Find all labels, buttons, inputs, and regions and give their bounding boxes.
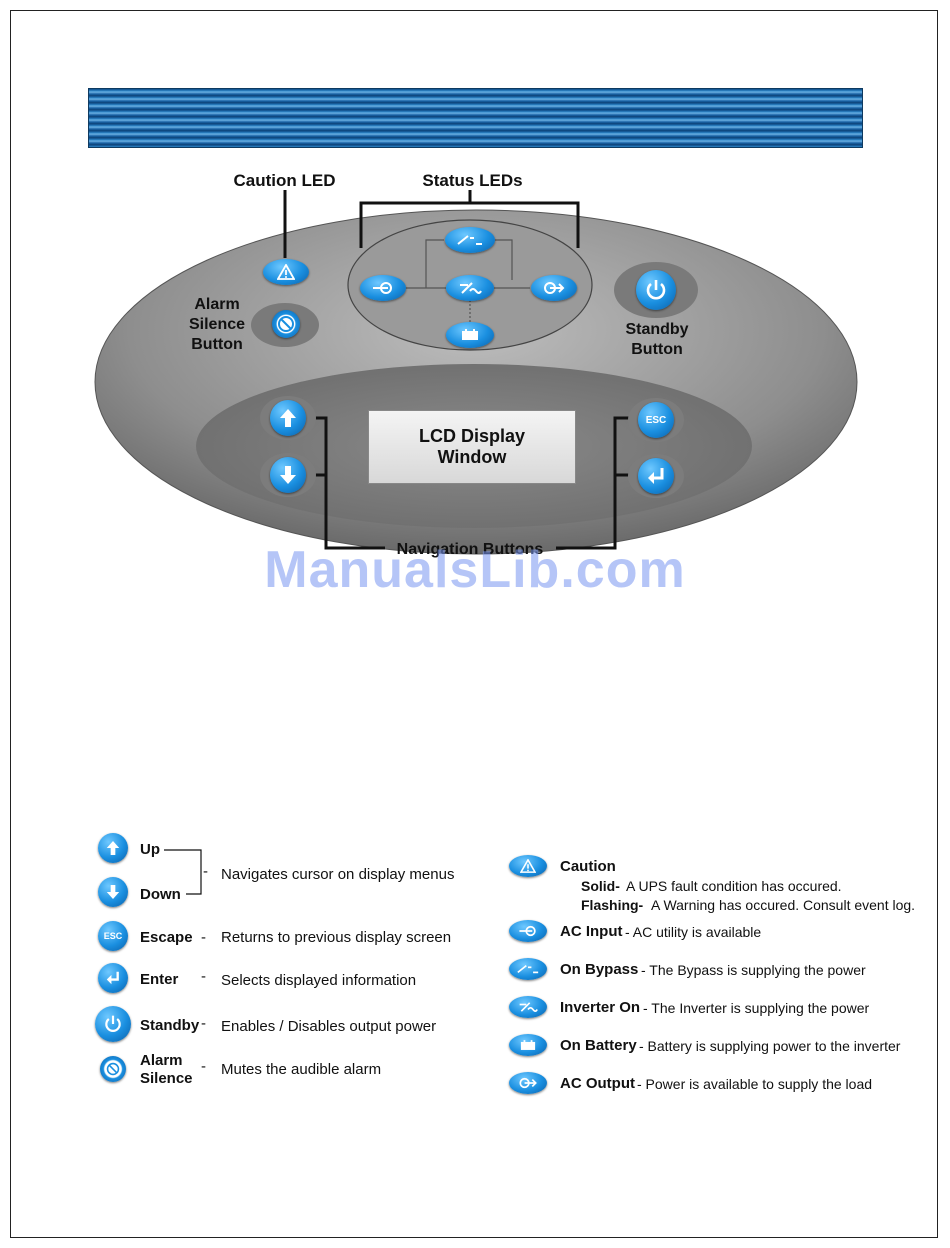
- alarm-mute-icon: [278, 316, 294, 332]
- legend-escape-icon: ESC: [98, 921, 128, 951]
- caution-led-label: Caution LED: [233, 171, 336, 190]
- legend-standby-label: Standby: [140, 1017, 200, 1034]
- escape-button[interactable]: ESC: [638, 402, 674, 438]
- escape-icon: ESC: [645, 414, 667, 426]
- button-word: Button: [191, 336, 243, 353]
- silence-word: Silence: [188, 316, 246, 333]
- alarm-dash: -: [201, 1058, 206, 1075]
- warning-icon: [277, 264, 295, 280]
- standby-button-label: Standby Button: [612, 320, 702, 360]
- enter-dash: -: [201, 968, 206, 985]
- flashing-description: A Warning has occured. Consult event log…: [651, 897, 916, 913]
- escape-dash: -: [201, 929, 206, 946]
- status-leds-label: Status LEDs: [422, 171, 523, 190]
- navigation-buttons-label: Navigation Buttons: [396, 541, 544, 558]
- arrow-down-icon: [280, 466, 296, 484]
- control-panel-illustration: [94, 190, 858, 555]
- alarm-silence-button[interactable]: [272, 310, 300, 338]
- inverter-icon: [460, 282, 482, 294]
- standby-dash: -: [201, 1015, 206, 1032]
- arrow-up-icon: [280, 409, 296, 427]
- legend-standby-icon: [95, 1006, 131, 1042]
- updown-dash: -: [203, 863, 208, 880]
- bypass-icon: [457, 235, 482, 245]
- enter-button[interactable]: [638, 458, 674, 494]
- up-down-bracket: [164, 849, 202, 895]
- on-bypass-label: On Bypass: [560, 961, 639, 978]
- legend-ac-input-icon: [509, 920, 547, 942]
- on-battery-description: - Battery is supplying power to the inve…: [639, 1038, 901, 1054]
- legend-escape-label: Escape: [140, 929, 193, 946]
- ac-output-description: - Power is available to supply the load: [637, 1076, 873, 1092]
- battery-icon: [462, 329, 478, 340]
- legend-on-bypass-icon: [509, 958, 547, 980]
- legend-alarm-label: Alarm Silence: [140, 1052, 193, 1088]
- led-on-battery: [446, 322, 494, 348]
- silence-word: Silence: [140, 1070, 193, 1087]
- on-bypass-description: - The Bypass is supplying the power: [641, 962, 866, 978]
- power-icon: [646, 280, 666, 300]
- legend-down-icon: [98, 877, 128, 907]
- escape-description: Returns to previous display screen: [221, 929, 452, 946]
- ac-output-icon: [544, 282, 565, 294]
- enter-description: Selects displayed information: [221, 972, 417, 989]
- alarm-word: Alarm: [140, 1052, 183, 1069]
- legend-ac-output-icon: [509, 1072, 547, 1094]
- led-on-bypass: [445, 227, 495, 253]
- legend-down-label: Down: [140, 886, 181, 903]
- legend-inverter-on-icon: [509, 996, 547, 1018]
- up-button[interactable]: [270, 400, 306, 436]
- legend-caution-icon: [509, 855, 547, 877]
- ac-input-description: - AC utility is available: [625, 924, 762, 940]
- legend-enter-label: Enter: [140, 971, 179, 988]
- legend-alarm-silence-icon: [100, 1056, 126, 1082]
- inverter-on-label: Inverter On: [560, 999, 641, 1016]
- legend-on-battery-icon: [509, 1034, 547, 1056]
- enter-icon: [648, 468, 664, 484]
- lcd-line-1: LCD Display: [418, 426, 526, 446]
- caution-led: [263, 259, 309, 285]
- led-inverter-on: [446, 275, 494, 301]
- on-battery-label: On Battery: [560, 1037, 637, 1054]
- ac-output-label: AC Output: [560, 1075, 635, 1092]
- inverter-on-description: - The Inverter is supplying the power: [643, 1000, 870, 1016]
- down-button[interactable]: [270, 457, 306, 493]
- led-ac-input: [360, 275, 406, 301]
- page-border: [10, 10, 938, 1238]
- legend-up-icon: [98, 833, 128, 863]
- legend-enter-icon: [98, 963, 128, 993]
- button-word: Button: [631, 341, 683, 358]
- lcd-display-window: LCD Display Window: [368, 410, 576, 484]
- header-banner: [88, 88, 863, 148]
- solid-description: A UPS fault condition has occured.: [626, 878, 842, 894]
- standby-word: Standby: [625, 321, 689, 338]
- standby-button[interactable]: [636, 270, 676, 310]
- watermark: ManualsLib.com: [264, 541, 686, 599]
- ac-input-icon: [373, 282, 392, 294]
- updown-description: Navigates cursor on display menus: [221, 866, 455, 883]
- legend-up-label: Up: [140, 841, 160, 858]
- alarm-silence-label: Alarm Silence Button: [172, 295, 262, 355]
- alarm-description: Mutes the audible alarm: [221, 1061, 382, 1078]
- led-ac-output: [531, 275, 577, 301]
- solid-label: Solid-: [581, 878, 620, 894]
- alarm-word: Alarm: [194, 296, 240, 313]
- standby-description: Enables / Disables output power: [221, 1018, 437, 1035]
- lcd-line-2: Window: [437, 447, 507, 467]
- caution-title: Caution: [560, 858, 616, 875]
- flashing-label: Flashing-: [581, 897, 644, 913]
- ac-input-label: AC Input: [560, 923, 623, 940]
